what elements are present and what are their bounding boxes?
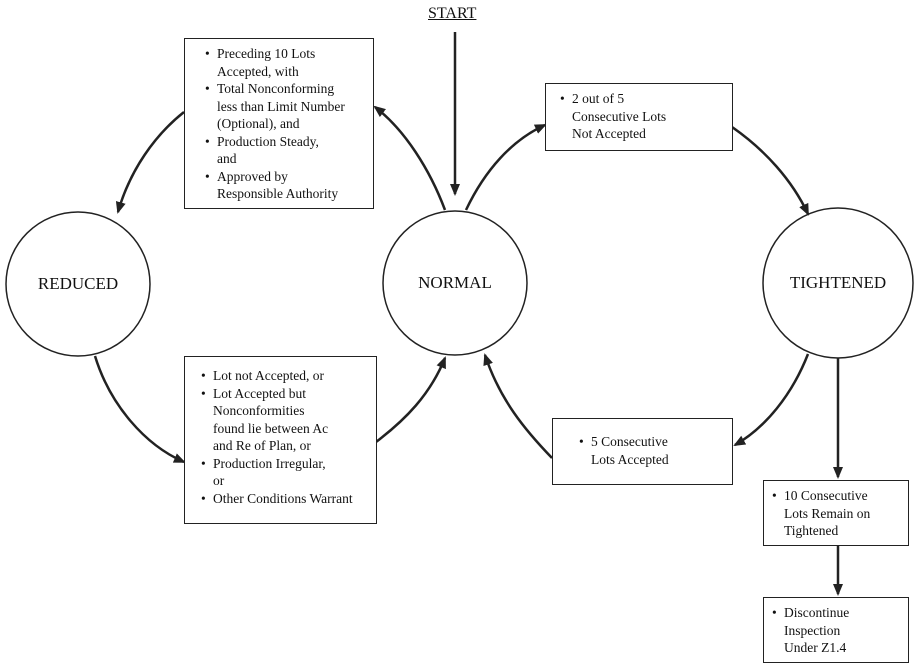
- line-text: Consecutive Lots: [572, 108, 667, 124]
- bullet-line: • Discontinue: [772, 604, 908, 622]
- normal-state-circle: [382, 210, 528, 356]
- line-text: Total Nonconforming: [217, 81, 335, 96]
- line-text: Lots Remain on: [784, 505, 871, 521]
- bullet-icon: •: [205, 81, 210, 96]
- line-text: Responsible Authority: [217, 186, 339, 201]
- bullet-icon: •: [205, 168, 210, 184]
- continuation-line: Responsible Authority: [205, 185, 373, 203]
- continuation-line: less than Limit Number: [205, 98, 373, 116]
- continuation-line: Accepted, with: [205, 63, 373, 81]
- bullet-line: • Preceding 10 Lots: [205, 45, 373, 63]
- bullet-icon: •: [772, 605, 777, 620]
- reduced-label: REDUCED: [37, 274, 119, 293]
- continuation-line: Consecutive Lots: [560, 108, 732, 126]
- arrow-box3-to-tightened: [731, 125, 810, 216]
- bullet-line: • Lot not Accepted, or: [201, 367, 376, 385]
- line-text: Approved by: [217, 168, 288, 184]
- bullet-line: • Approved by: [205, 168, 373, 186]
- bullet-line: • 2 out of 5: [560, 90, 732, 108]
- line-text: Lots Accepted: [591, 451, 669, 467]
- line-text: or: [213, 473, 225, 488]
- continuation-line: Inspection: [772, 622, 908, 640]
- continuation-line: Nonconformities: [201, 402, 376, 420]
- line-text: Discontinue: [784, 605, 850, 620]
- line-text: Lot not Accepted, or: [213, 368, 324, 383]
- bullet-line: • Total Nonconforming: [205, 80, 373, 98]
- bullet-line: • 5 Consecutive: [579, 433, 732, 451]
- line-text: Production Steady,: [217, 133, 319, 149]
- continuation-line: Tightened: [772, 522, 908, 540]
- line-text: Not Accepted: [572, 126, 646, 141]
- continuation-line: and Re of Plan, or: [201, 437, 376, 455]
- line-text: Other Conditions Warrant: [213, 490, 353, 506]
- continuation-line: Not Accepted: [560, 125, 732, 143]
- line-text: Inspection: [784, 622, 841, 638]
- arrow-normal-to-box3: [464, 123, 547, 211]
- bullet-line: • Production Irregular,: [201, 455, 376, 473]
- start-label: START: [428, 5, 477, 22]
- continuation-line: or: [201, 472, 376, 490]
- arrow-normal-to-box1: [373, 105, 447, 211]
- line-text: and Re of Plan, or: [213, 438, 311, 453]
- line-text: Lot Accepted but: [213, 385, 306, 401]
- reduced-state-circle: [5, 211, 151, 357]
- bullet-icon: •: [205, 46, 210, 61]
- continuation-line: found lie between Ac: [201, 420, 376, 438]
- line-text: (Optional), and: [217, 116, 300, 131]
- tightened-label: TIGHTENED: [789, 273, 887, 292]
- arrow-tightened-to-box4: [733, 353, 810, 447]
- continuation-line: Under Z1.4: [772, 639, 908, 657]
- line-text: 5 Consecutive: [591, 434, 668, 449]
- continuation-line: (Optional), and: [205, 115, 373, 133]
- bullet-line: • Lot Accepted but: [201, 385, 376, 403]
- line-text: Nonconformities: [213, 403, 305, 418]
- bullet-icon: •: [201, 385, 206, 401]
- line-text: Under Z1.4: [784, 640, 847, 655]
- bullet-line: • Production Steady,: [205, 133, 373, 151]
- continuation-line: Lots Remain on: [772, 505, 908, 523]
- arrow-reduced-to-box2: [93, 355, 186, 464]
- arrow-box2-to-normal: [375, 356, 447, 443]
- normal-label: NORMAL: [418, 273, 492, 292]
- bullet-icon: •: [201, 368, 206, 383]
- line-text: found lie between Ac: [213, 420, 329, 436]
- arrow-box4-to-normal: [483, 353, 553, 459]
- line-text: Accepted, with: [217, 63, 299, 79]
- line-text: Preceding 10 Lots: [217, 46, 316, 61]
- bullet-icon: •: [201, 455, 206, 471]
- line-text: 2 out of 5: [572, 91, 625, 106]
- bullet-line: • Other Conditions Warrant: [201, 490, 376, 508]
- bullet-line: • 10 Consecutive: [772, 487, 908, 505]
- line-text: and: [217, 151, 237, 166]
- continuation-line: Lots Accepted: [579, 451, 732, 469]
- bullet-icon: •: [579, 434, 584, 449]
- bullet-icon: •: [205, 133, 210, 149]
- bullet-icon: •: [772, 488, 777, 503]
- line-text: 10 Consecutive: [784, 488, 868, 503]
- line-text: Production Irregular,: [213, 455, 326, 471]
- arrow-box1-to-reduced: [115, 111, 185, 214]
- continuation-line: and: [205, 150, 373, 168]
- line-text: less than Limit Number: [217, 98, 345, 114]
- bullet-icon: •: [201, 490, 206, 506]
- bullet-icon: •: [560, 91, 565, 106]
- line-text: Tightened: [784, 523, 839, 538]
